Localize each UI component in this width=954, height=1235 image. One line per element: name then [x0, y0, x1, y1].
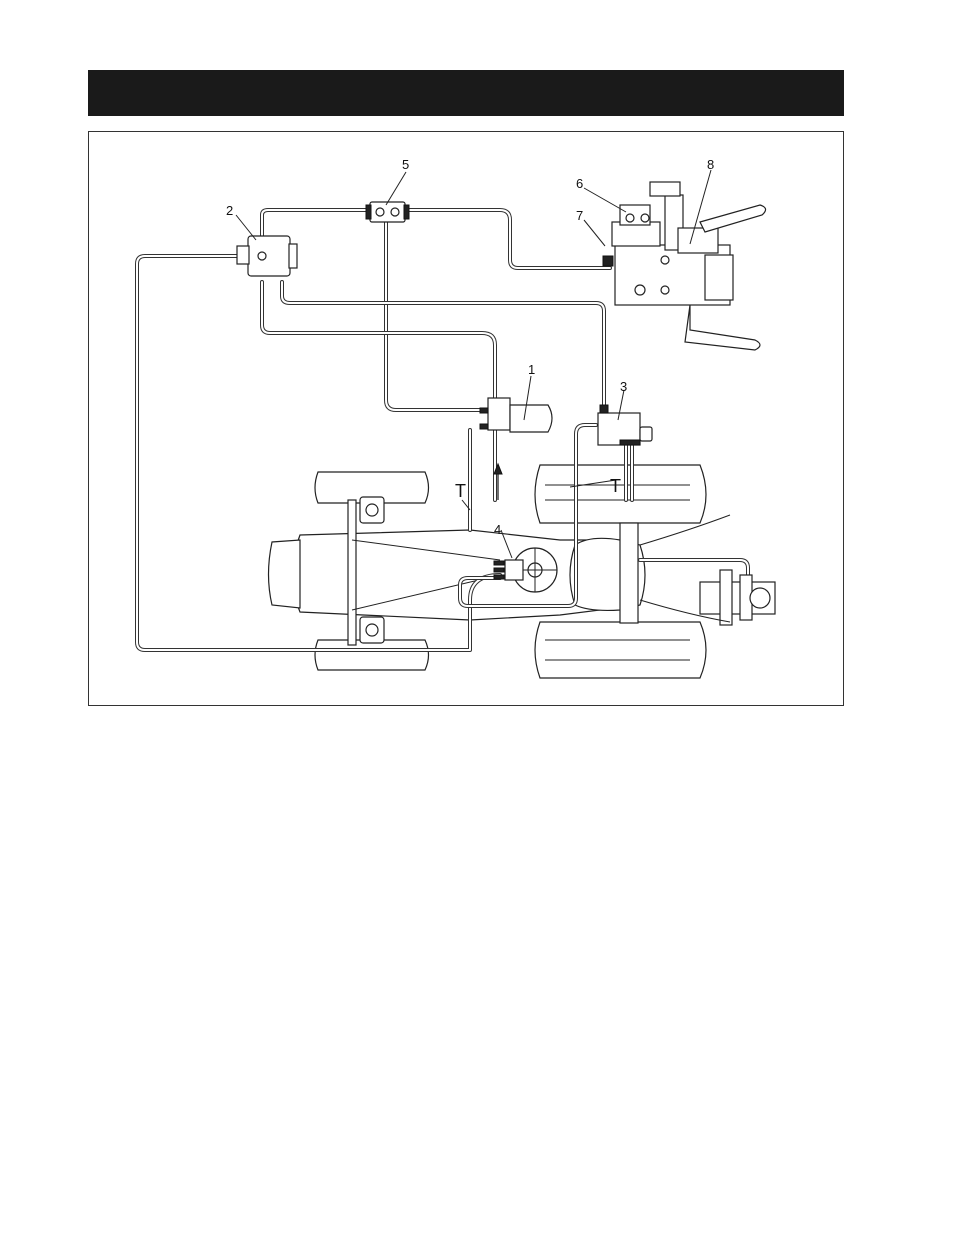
callout-1: 1 — [528, 362, 535, 377]
callout-6: 6 — [576, 176, 583, 191]
valve-5 — [366, 202, 409, 222]
tank-label-rear: T — [610, 476, 621, 496]
callout-5: 5 — [402, 157, 409, 172]
valve-3 — [598, 405, 652, 445]
tank-label-front: T — [455, 481, 466, 501]
callout-8: 8 — [707, 157, 714, 172]
callout-2: 2 — [226, 203, 233, 218]
callout-3: 3 — [620, 379, 627, 394]
lift-assembly — [603, 182, 766, 350]
pto-brake-assembly — [640, 515, 775, 625]
rear-wheel-bottom — [535, 622, 706, 678]
filter-1 — [480, 398, 552, 432]
pump-2 — [237, 236, 297, 276]
front-wheel-bottom — [315, 640, 429, 670]
callout-7: 7 — [576, 208, 583, 223]
callout-4: 4 — [494, 522, 501, 537]
